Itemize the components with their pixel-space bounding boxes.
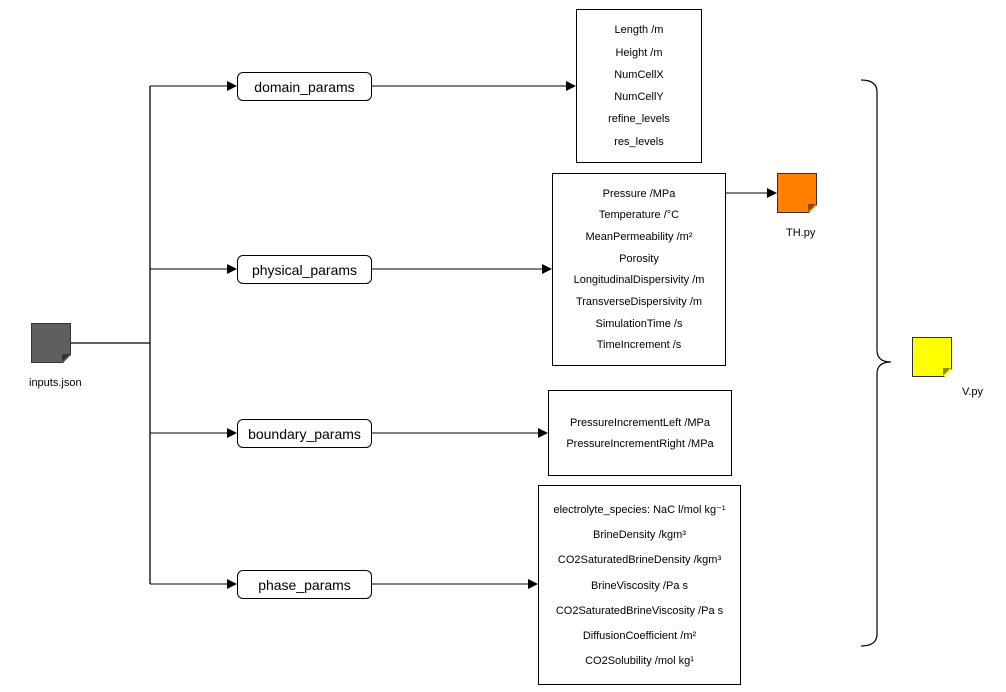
param-item: PressureIncrementRight /MPa xyxy=(566,437,714,450)
param-item: Height /m xyxy=(615,46,663,59)
param-item: refine_levels xyxy=(608,113,670,126)
param-item: PressureIncrementLeft /MPa xyxy=(569,416,710,429)
param-item: SimulationTime /s xyxy=(595,317,683,330)
domain-params-list: Length /m Height /m NumCellX NumCellY re… xyxy=(576,9,702,163)
param-item: DiffusionCoefficient /m² xyxy=(582,629,697,642)
phase-params-node[interactable]: phase_params xyxy=(237,570,372,599)
param-item: Temperature /°C xyxy=(598,209,680,222)
trunk-line xyxy=(71,86,151,584)
v-py-file-icon[interactable] xyxy=(912,337,952,377)
param-item: Porosity xyxy=(619,252,659,265)
param-item: CO2SaturatedBrineViscosity /Pa s xyxy=(555,604,724,617)
physical-params-list: Pressure /MPa Temperature /°C MeanPermea… xyxy=(552,173,726,366)
param-item: NumCellY xyxy=(614,91,664,104)
param-item: BrineDensity /kgm³ xyxy=(593,529,686,542)
param-item: BrineViscosity /Pa s xyxy=(590,579,688,592)
th-py-label: TH.py xyxy=(786,227,816,239)
domain-params-node[interactable]: domain_params xyxy=(237,72,372,101)
param-item: res_levels xyxy=(614,135,664,148)
param-item: electrolyte_species: NaC l/mol kg⁻¹ xyxy=(553,504,726,517)
th-py-file-icon[interactable] xyxy=(777,173,817,213)
param-item: Length /m xyxy=(614,24,664,37)
param-item: CO2Solubility /mol kg¹ xyxy=(585,654,694,667)
param-item: TimeIncrement /s xyxy=(596,339,682,352)
boundary-params-node[interactable]: boundary_params xyxy=(237,419,372,448)
param-item: LongitudinalDispersivity /m xyxy=(573,274,705,287)
param-item: NumCellX xyxy=(614,68,664,81)
param-item: CO2SaturatedBrineDensity /kgm³ xyxy=(557,554,722,567)
inputs-json-file-icon[interactable] xyxy=(31,323,71,363)
physical-params-node[interactable]: physical_params xyxy=(237,255,372,284)
phase-params-list: electrolyte_species: NaC l/mol kg⁻¹ Brin… xyxy=(538,485,741,685)
inputs-json-label: inputs.json xyxy=(29,377,82,389)
param-item: Pressure /MPa xyxy=(602,187,676,200)
boundary-params-list: PressureIncrementLeft /MPa PressureIncre… xyxy=(548,390,732,476)
param-item: MeanPermeability /m² xyxy=(585,230,693,243)
v-py-label: V.py xyxy=(962,386,984,398)
param-item: TransverseDispersivity /m xyxy=(575,295,703,308)
large-brace xyxy=(860,79,892,647)
